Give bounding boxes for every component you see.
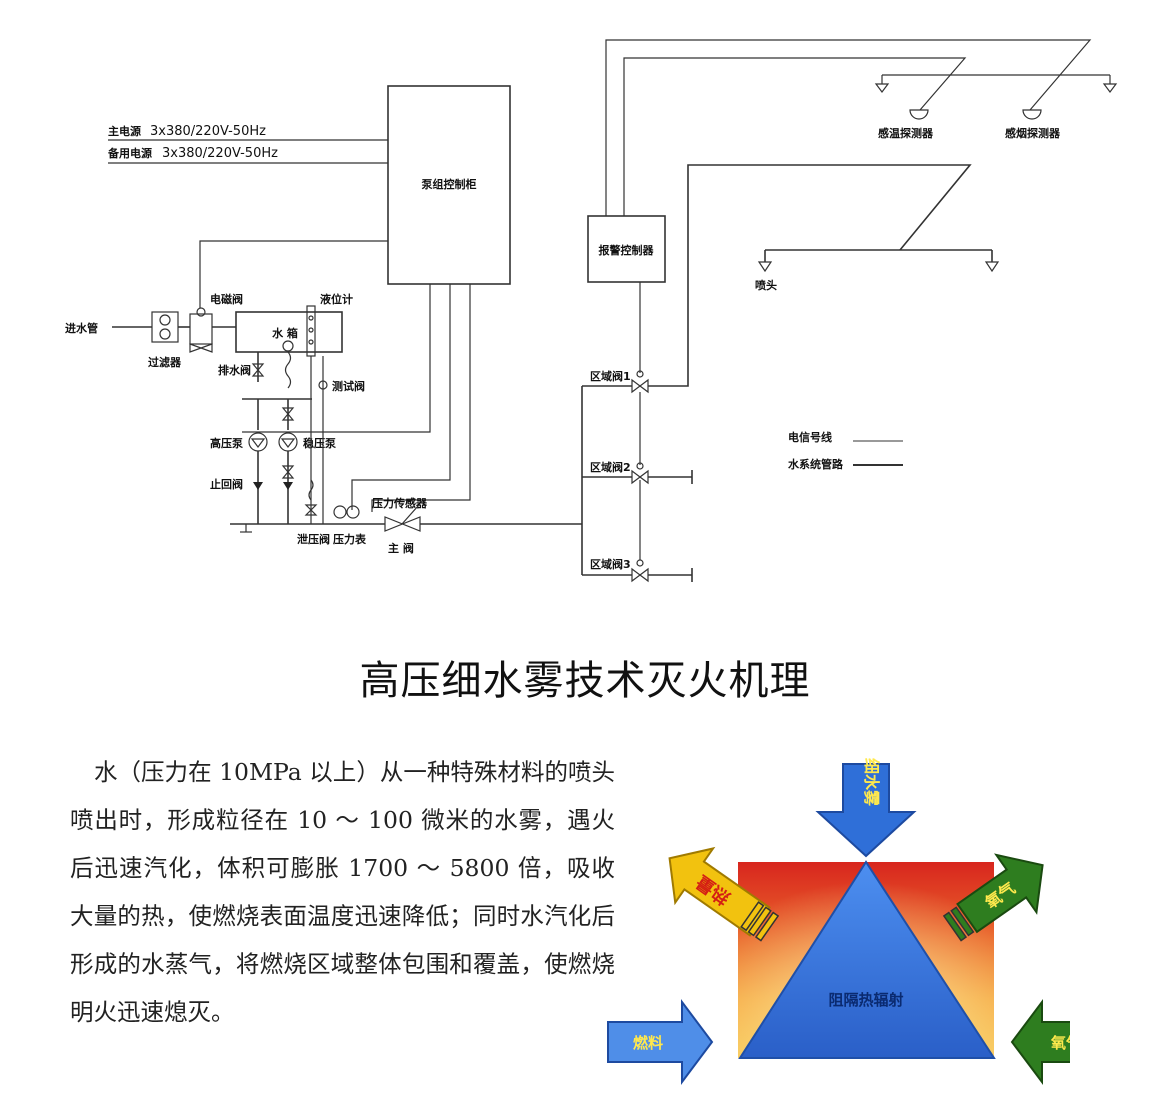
legend-signal-label: 电信号线 (788, 430, 832, 444)
zone-valve-2-icon (631, 462, 649, 485)
zone-valve-2-label: 区域阀2 (590, 460, 631, 474)
filter-icon (151, 311, 179, 343)
smoke-detector-label: 感烟探测器 (1005, 126, 1061, 140)
check-valve-label: 止回阀 (210, 477, 243, 491)
main-power-spec: 3x380/220V-50Hz (150, 124, 266, 139)
svg-text:燃料: 燃料 (633, 1034, 663, 1052)
solenoid-valve-label: 电磁阀 (210, 292, 243, 306)
smoke-detector-icon (1022, 109, 1042, 120)
main-power-label: 主电源 (108, 124, 141, 138)
zone-valve-1-icon (631, 370, 649, 394)
drain-valve-label: 排水阀 (218, 363, 251, 377)
fire-system-schematic: 主电源 3x380/220V-50Hz 备用电源 3x380/220V-50Hz… (65, 39, 1118, 583)
heat-arrow: 热量 (668, 846, 780, 942)
drain-valve-icon (251, 363, 265, 377)
nozzle-icon (757, 261, 773, 273)
nozzle-label: 喷头 (755, 278, 777, 292)
water-mist-arrow: 细水雾 (815, 758, 917, 858)
pressure-gauge-icon (333, 505, 347, 519)
level-gauge-label: 液位计 (320, 292, 353, 306)
zone-valve-3-icon (631, 559, 649, 583)
pump-control-cabinet (387, 85, 511, 285)
check-valve-icon (253, 482, 263, 490)
regulator-pump-icon (278, 432, 298, 452)
svg-text:细水雾: 细水雾 (862, 758, 881, 807)
legend-water-label: 水系统管路 (788, 457, 844, 471)
fire-triangle-diagram: 阻隔热辐射 细水雾 热量 氧气 燃料 氧气 (607, 758, 1070, 1085)
page-title: 高压细水雾技术灭火机理 (359, 658, 811, 704)
oxygen-arrow-bottom: 氧气 (1010, 999, 1070, 1085)
heat-detector-icon (909, 109, 929, 120)
zone-valve-3-label: 区域阀3 (590, 557, 631, 571)
pump-control-cabinet-label: 泵组控制柜 (422, 177, 477, 191)
barrier-triangle-label: 阻隔热辐射 (828, 991, 903, 1009)
main-valve-label: 主 阀 (388, 541, 414, 555)
solenoid-valve-icon (189, 307, 213, 353)
barrier-triangle (738, 860, 996, 1059)
pressure-gauge-label: 压力表 (333, 532, 367, 546)
regulator-pump-label: 稳压泵 (303, 436, 336, 450)
test-valve-icon (318, 380, 328, 390)
high-pressure-pump-label: 高压泵 (210, 436, 243, 450)
filter-label: 过滤器 (148, 355, 182, 369)
main-valve-icon (384, 505, 421, 532)
alarm-controller-label: 报警控制器 (599, 243, 655, 257)
backup-power-spec: 3x380/220V-50Hz (162, 146, 278, 161)
high-pressure-pump-icon (248, 432, 268, 452)
oxygen-arrow-top: 氧气 (942, 853, 1044, 942)
svg-text:氧气: 氧气 (1050, 1034, 1070, 1052)
heat-detector-label: 感温探测器 (878, 126, 934, 140)
fuel-arrow: 燃料 (607, 999, 714, 1085)
backup-power-label: 备用电源 (107, 146, 152, 160)
relief-valve-label: 泄压阀 (297, 532, 330, 546)
water-tank (235, 311, 343, 353)
inlet-pipe-label: 进水管 (65, 321, 98, 335)
water-tank-label: 水 箱 (272, 326, 298, 340)
zone-valve-1-label: 区域阀1 (590, 369, 631, 383)
mechanism-description: 水（压力在 10MPa 以上）从一种特殊材料的喷头喷出时，形成粒径在 10 ～ … (70, 758, 615, 1026)
pressure-sensor-label: 压力传感器 (372, 496, 428, 510)
alarm-controller (587, 215, 666, 283)
test-valve-label: 测试阀 (332, 379, 365, 393)
